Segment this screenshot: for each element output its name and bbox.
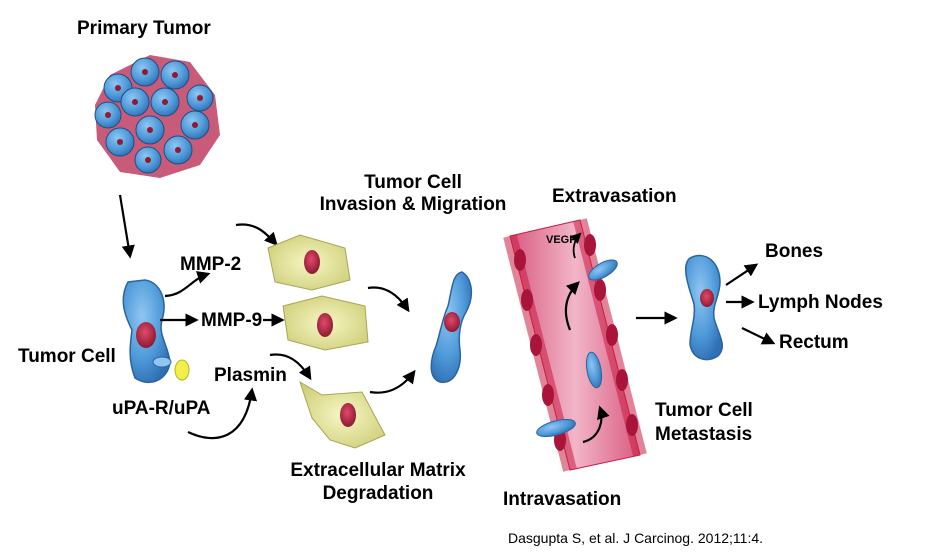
primary-tumor-label: Primary Tumor — [77, 18, 211, 39]
plasmin-label: Plasmin — [214, 365, 287, 386]
ecm-cell-top — [267, 234, 351, 291]
citation: Dasgupta S, et al. J Carcinog. 2012;11:4… — [508, 530, 764, 546]
metastatic-tumor-cell — [685, 254, 723, 361]
mmp9-label: MMP-9 — [201, 310, 263, 331]
arrow-to-bones — [725, 263, 759, 286]
intravasation-label: Intravasation — [503, 489, 622, 510]
upa-label: uPA-R/uPA — [112, 398, 211, 419]
invasion-label-line1: Tumor Cell — [364, 172, 462, 193]
vegf-label: VEGF — [546, 234, 576, 246]
arrow-to-migrating-cell-bottom — [369, 369, 416, 394]
ecm-cell-bottom — [299, 380, 386, 449]
arrow-mmp2-to-ecm — [235, 223, 278, 246]
ecm-label-line1: Extracellular Matrix — [290, 460, 466, 481]
arrow-intravasation — [582, 405, 610, 444]
extravasation-label: Extravasation — [552, 186, 677, 207]
tumor-cell-left — [122, 279, 171, 383]
arrow-within-vessel — [564, 281, 580, 331]
bones-label: Bones — [765, 241, 824, 262]
arrow-primary-to-cell — [118, 194, 135, 259]
vessel-tumor-cells — [536, 259, 618, 438]
arrow-to-migrating-cell-top — [367, 286, 410, 313]
upa-receptor — [152, 356, 190, 381]
primary-tumor-cluster — [94, 55, 220, 178]
metastasis-label-line2: Metastasis — [655, 424, 753, 445]
arrow-upa-to-plasmin — [187, 387, 258, 440]
rectum-label: Rectum — [779, 332, 849, 353]
migrating-tumor-cell — [430, 271, 473, 383]
arrow-vegf — [570, 232, 582, 259]
arrow-plasmin-to-ecm — [269, 353, 312, 381]
ecm-label-line2: Degradation — [322, 483, 434, 504]
metastasis-label-line1: Tumor Cell — [655, 400, 753, 421]
mmp2-label: MMP-2 — [180, 254, 242, 275]
arrow-to-mmp2 — [164, 271, 211, 298]
invasion-label-line2: Invasion & Migration — [319, 194, 507, 215]
arrow-to-rectum — [741, 327, 776, 345]
ecm-cell-middle — [282, 295, 369, 351]
lymph-nodes-label: Lymph Nodes — [758, 292, 883, 313]
tumor-cell-label: Tumor Cell — [18, 346, 116, 367]
